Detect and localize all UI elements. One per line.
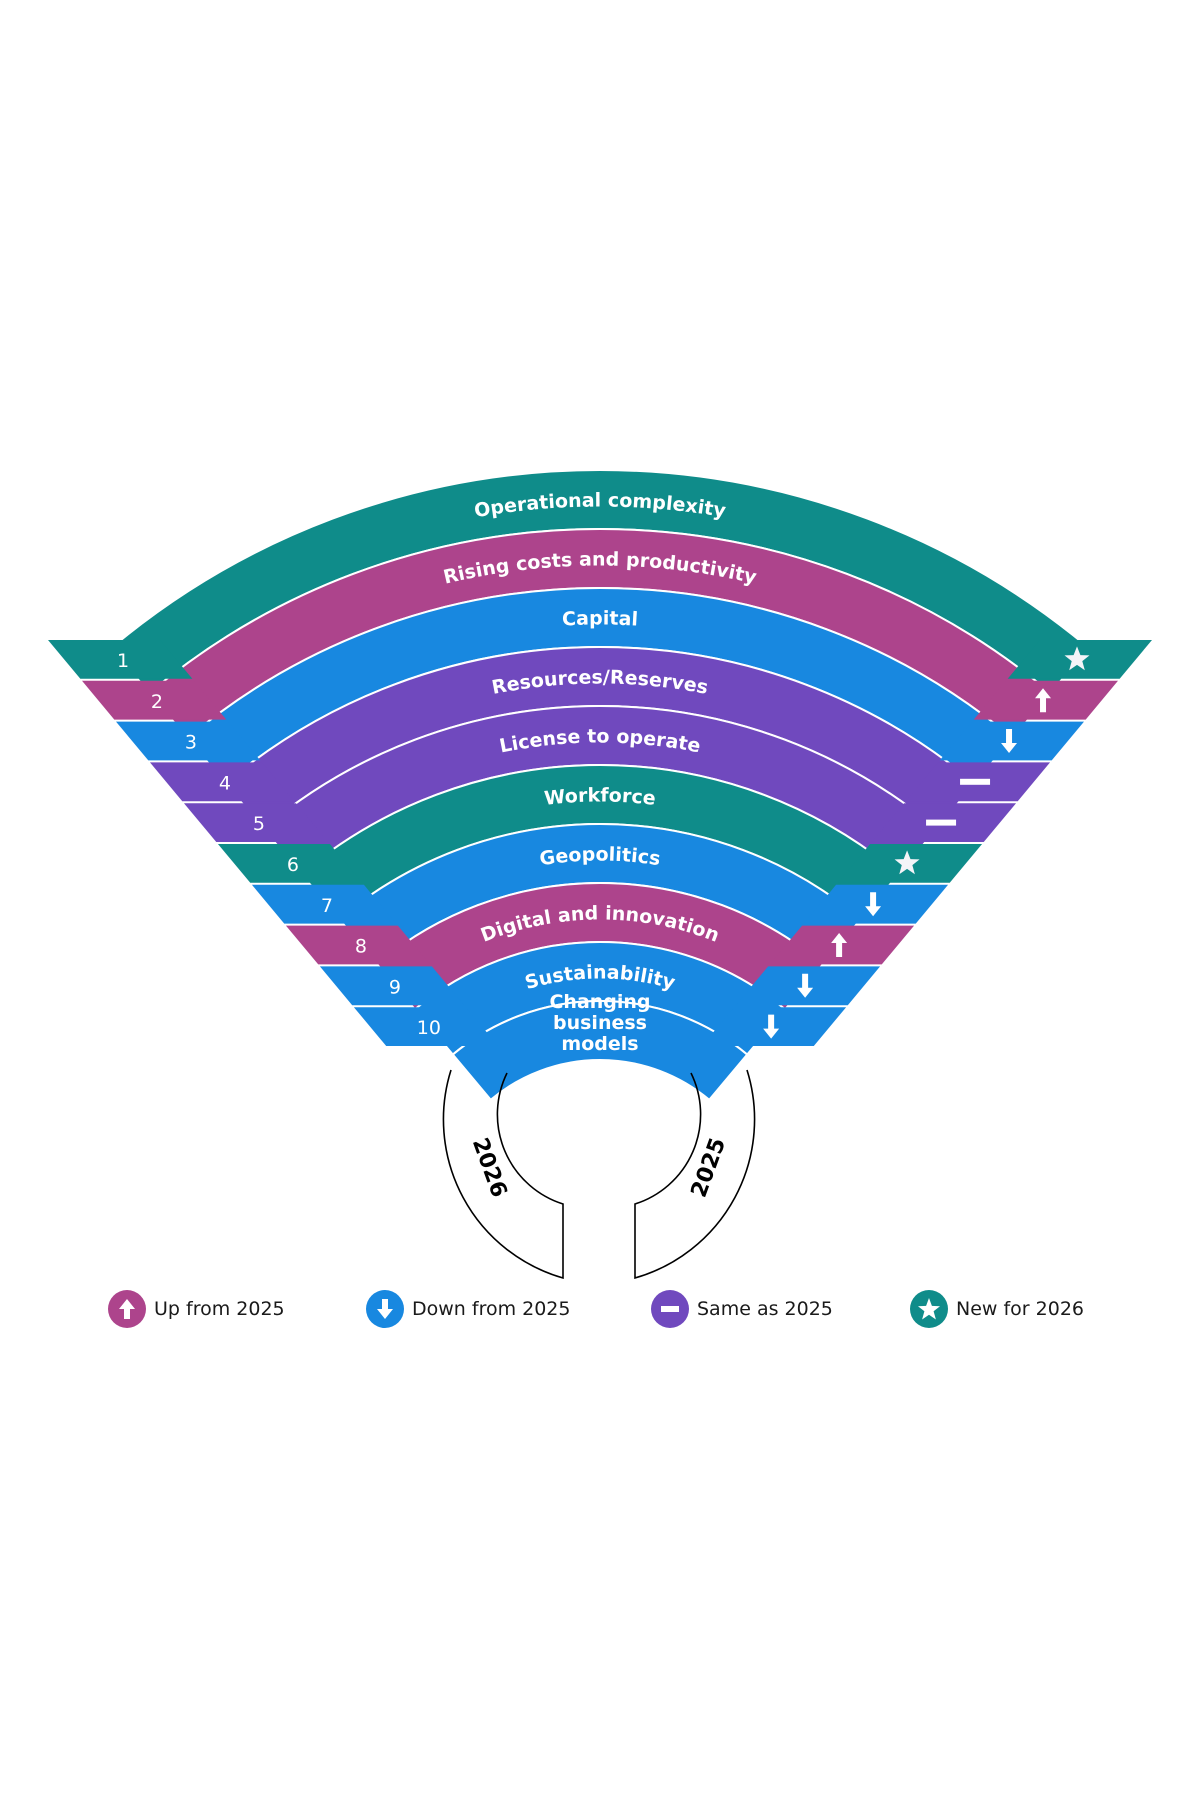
rank-number: 6 (287, 854, 299, 876)
year-segment-2026 (442, 1069, 564, 1280)
arrow-down-icon (1001, 729, 1018, 753)
rank-strip (48, 640, 193, 679)
rank-number: 5 (253, 813, 265, 835)
legend-item-same: Same as 2025 (651, 1290, 833, 1328)
legend-label: New for 2026 (956, 1298, 1084, 1320)
minus-icon (926, 819, 957, 826)
year-segment-2025 (634, 1069, 756, 1280)
arrow-down-icon (366, 1290, 404, 1328)
rank-number: 4 (219, 772, 231, 794)
rank-strip (217, 844, 363, 883)
legend: Up from 2025 Down from 2025 Same as 2025… (0, 1290, 1200, 1340)
arrow-down-icon (797, 973, 814, 998)
rank-strip (285, 925, 431, 965)
arrow-up-icon (108, 1290, 146, 1328)
rank-number: 9 (389, 976, 401, 998)
minus-icon (960, 778, 991, 785)
arrow-down-icon (865, 892, 882, 917)
legend-item-up: Up from 2025 (108, 1290, 285, 1328)
rank-strip (81, 680, 227, 720)
rank-number: 3 (185, 732, 197, 754)
arrow-down-icon (763, 1014, 780, 1039)
rank-strip (319, 966, 465, 1006)
star-icon (910, 1290, 948, 1328)
rank-strip (183, 803, 329, 842)
arrow-up-icon (831, 933, 848, 957)
star-icon (1064, 646, 1090, 671)
minus-icon (651, 1290, 689, 1328)
rank-number: 8 (355, 936, 367, 958)
ranking-band-label: models (561, 1033, 638, 1055)
rank-number: 7 (321, 895, 333, 917)
rank-number: 10 (417, 1017, 441, 1039)
ranking-bands (110, 469, 1090, 1102)
ranking-band (451, 1000, 749, 1102)
rank-strip (353, 1007, 499, 1046)
change-indicator-column (701, 640, 1152, 1046)
rank-number: 2 (151, 691, 163, 713)
rank-number: 1 (117, 650, 129, 672)
year-ring: 2026 2025 (442, 1069, 756, 1280)
legend-item-down: Down from 2025 (366, 1290, 571, 1328)
arrow-up-icon (1035, 688, 1052, 713)
year-label-2025: 2025 (687, 1135, 731, 1201)
rank-strip (149, 762, 295, 802)
ranking-band-label: Capital (561, 607, 638, 630)
star-icon (894, 850, 920, 875)
legend-label: Same as 2025 (697, 1298, 833, 1320)
ranking-band-label: business (553, 1012, 647, 1034)
rank-strip (251, 884, 397, 924)
year-label-2026: 2026 (467, 1135, 511, 1201)
legend-item-new: New for 2026 (910, 1290, 1084, 1328)
rank-strip (115, 721, 261, 761)
ranking-band-label: Changing (549, 991, 650, 1013)
legend-label: Down from 2025 (412, 1298, 571, 1320)
legend-label: Up from 2025 (154, 1298, 285, 1320)
